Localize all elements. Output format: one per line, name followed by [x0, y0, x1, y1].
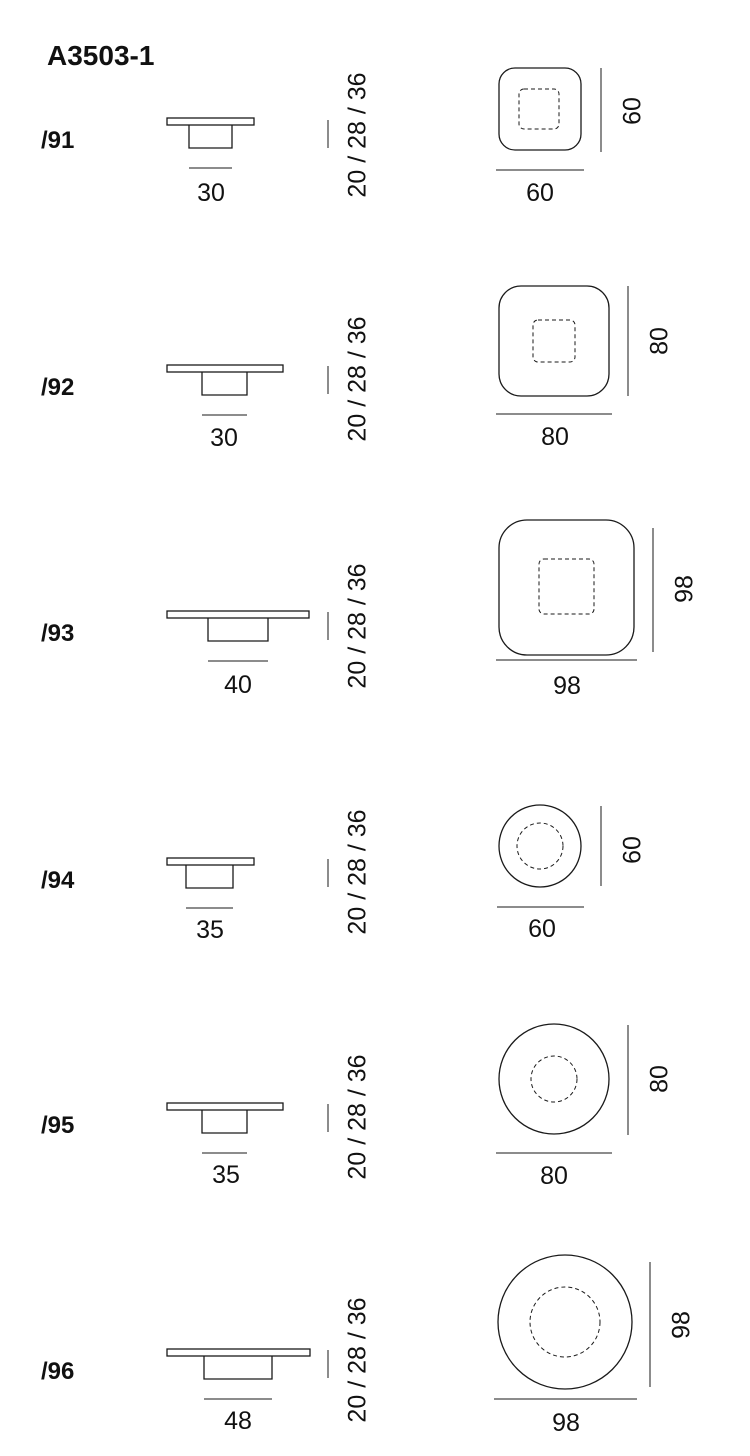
top-width-label: 80 [541, 423, 569, 451]
side-view-tabletop [166, 1102, 284, 1111]
side-view-base [207, 618, 269, 642]
side-view-tabletop [166, 1348, 311, 1357]
top-depth-label: 60 [619, 836, 647, 864]
variant-code: /93 [41, 620, 74, 647]
side-view-base [201, 372, 248, 396]
plan-view-hidden-base-outline [530, 1055, 578, 1103]
variant-code: /96 [41, 1358, 74, 1385]
top-depth-label: 80 [646, 327, 674, 355]
base-width-label: 35 [212, 1161, 240, 1189]
plan-view-hidden-base-outline [516, 822, 564, 870]
variant-code: /95 [41, 1112, 74, 1139]
plan-view-round-top [498, 804, 582, 888]
top-depth-label: 98 [671, 575, 699, 603]
base-width-label: 40 [224, 671, 252, 699]
base-width-label: 30 [210, 424, 238, 452]
side-view-tabletop [166, 857, 255, 866]
top-width-label: 98 [553, 672, 581, 700]
height-options-label: 20 / 28 / 36 [344, 1297, 372, 1422]
plan-view-rounded-square-top [498, 519, 635, 656]
plan-view-round-top [498, 1023, 610, 1135]
side-view-tabletop [166, 364, 284, 373]
top-depth-label: 60 [619, 97, 647, 125]
base-width-label: 48 [224, 1407, 252, 1435]
height-options-label: 20 / 28 / 36 [344, 1054, 372, 1179]
side-view-tabletop [166, 117, 255, 126]
plan-view-hidden-base-outline [529, 1286, 601, 1358]
variant-code: /91 [41, 127, 74, 154]
top-width-label: 60 [528, 915, 556, 943]
top-depth-label: 98 [668, 1311, 696, 1339]
side-view-base [201, 1110, 248, 1134]
plan-view-rounded-square-top [498, 285, 610, 397]
plan-view-round-top [497, 1254, 633, 1390]
plan-view-hidden-base-outline [532, 319, 576, 363]
product-code-title: A3503-1 [47, 40, 155, 71]
variant-code: /92 [41, 374, 74, 401]
height-options-label: 20 / 28 / 36 [344, 563, 372, 688]
base-width-label: 35 [196, 916, 224, 944]
height-options-label: 20 / 28 / 36 [344, 72, 372, 197]
plan-view-hidden-base-outline [538, 558, 595, 615]
side-view-base [203, 1356, 273, 1380]
height-options-label: 20 / 28 / 36 [344, 809, 372, 934]
side-view-base [188, 125, 233, 149]
top-depth-label: 80 [646, 1065, 674, 1093]
side-view-tabletop [166, 610, 310, 619]
base-width-label: 30 [197, 179, 225, 207]
height-options-label: 20 / 28 / 36 [344, 316, 372, 441]
variant-code: /94 [41, 867, 75, 894]
plan-view-rounded-square-top [498, 67, 582, 151]
top-width-label: 98 [552, 1409, 580, 1437]
top-width-label: 60 [526, 179, 554, 207]
top-width-label: 80 [540, 1162, 568, 1190]
side-view-base [185, 865, 234, 889]
plan-view-hidden-base-outline [518, 88, 560, 130]
